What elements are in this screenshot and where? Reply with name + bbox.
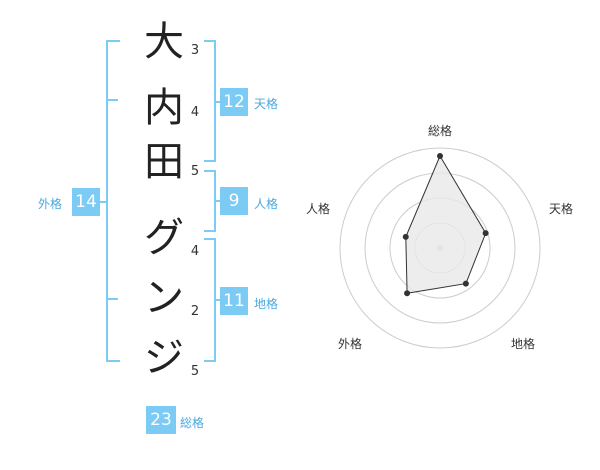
stroke-count-1: 3 [190,43,200,58]
jinkaku-label: 人格 [254,197,279,211]
chikaku-label: 地格 [254,297,279,311]
radar-point-4 [404,290,411,297]
name-char-5: ン [144,275,184,321]
gaikaku-bracket-connector [100,201,108,203]
radar-point-1 [437,153,443,159]
chikaku-bracket-connector [214,299,220,301]
radar-axis-label-soukaku: 総格 [428,124,453,138]
jinkaku-badge: 9 [220,187,248,215]
gaikaku-bracket-tick-top [106,99,118,101]
stroke-count-2: 4 [190,105,200,120]
soukaku-label: 総格 [180,416,205,430]
radar-axis-label-chikaku: 地格 [511,337,536,351]
gaikaku-bracket [106,40,120,362]
radar-data-points [402,153,489,297]
soukaku-badge: 23 [146,406,176,434]
stroke-count-4: 4 [190,244,200,259]
radar-data-polygon [405,154,487,294]
name-char-4: グ [144,215,184,261]
radar-chart [339,147,541,349]
radar-point-2 [482,230,489,237]
radar-point-5 [402,233,409,240]
name-char-2: 内 [144,85,184,131]
gaikaku-badge: 14 [72,188,100,216]
gaikaku-bracket-tick-bottom [106,298,118,300]
radar-axis-label-gaikaku: 外格 [338,337,363,351]
radar-ring [339,147,541,349]
tenkaku-badge: 12 [220,88,248,116]
name-char-6: ジ [144,335,184,381]
chikaku-badge: 11 [220,287,248,315]
name-char-1: 大 [144,19,184,65]
radar-axis-label-jinkaku: 人格 [306,202,331,216]
name-char-3: 田 [144,139,184,185]
radar-point-3 [462,280,469,287]
stroke-count-5: 2 [190,304,200,319]
gaikaku-label: 外格 [38,197,63,211]
stroke-count-3: 5 [190,164,200,179]
radar-axis-label-tenkaku: 天格 [549,202,574,216]
stroke-count-6: 5 [190,364,200,379]
jinkaku-bracket-connector [214,200,220,202]
tenkaku-bracket-connector [214,101,220,103]
tenkaku-label: 天格 [254,97,279,111]
